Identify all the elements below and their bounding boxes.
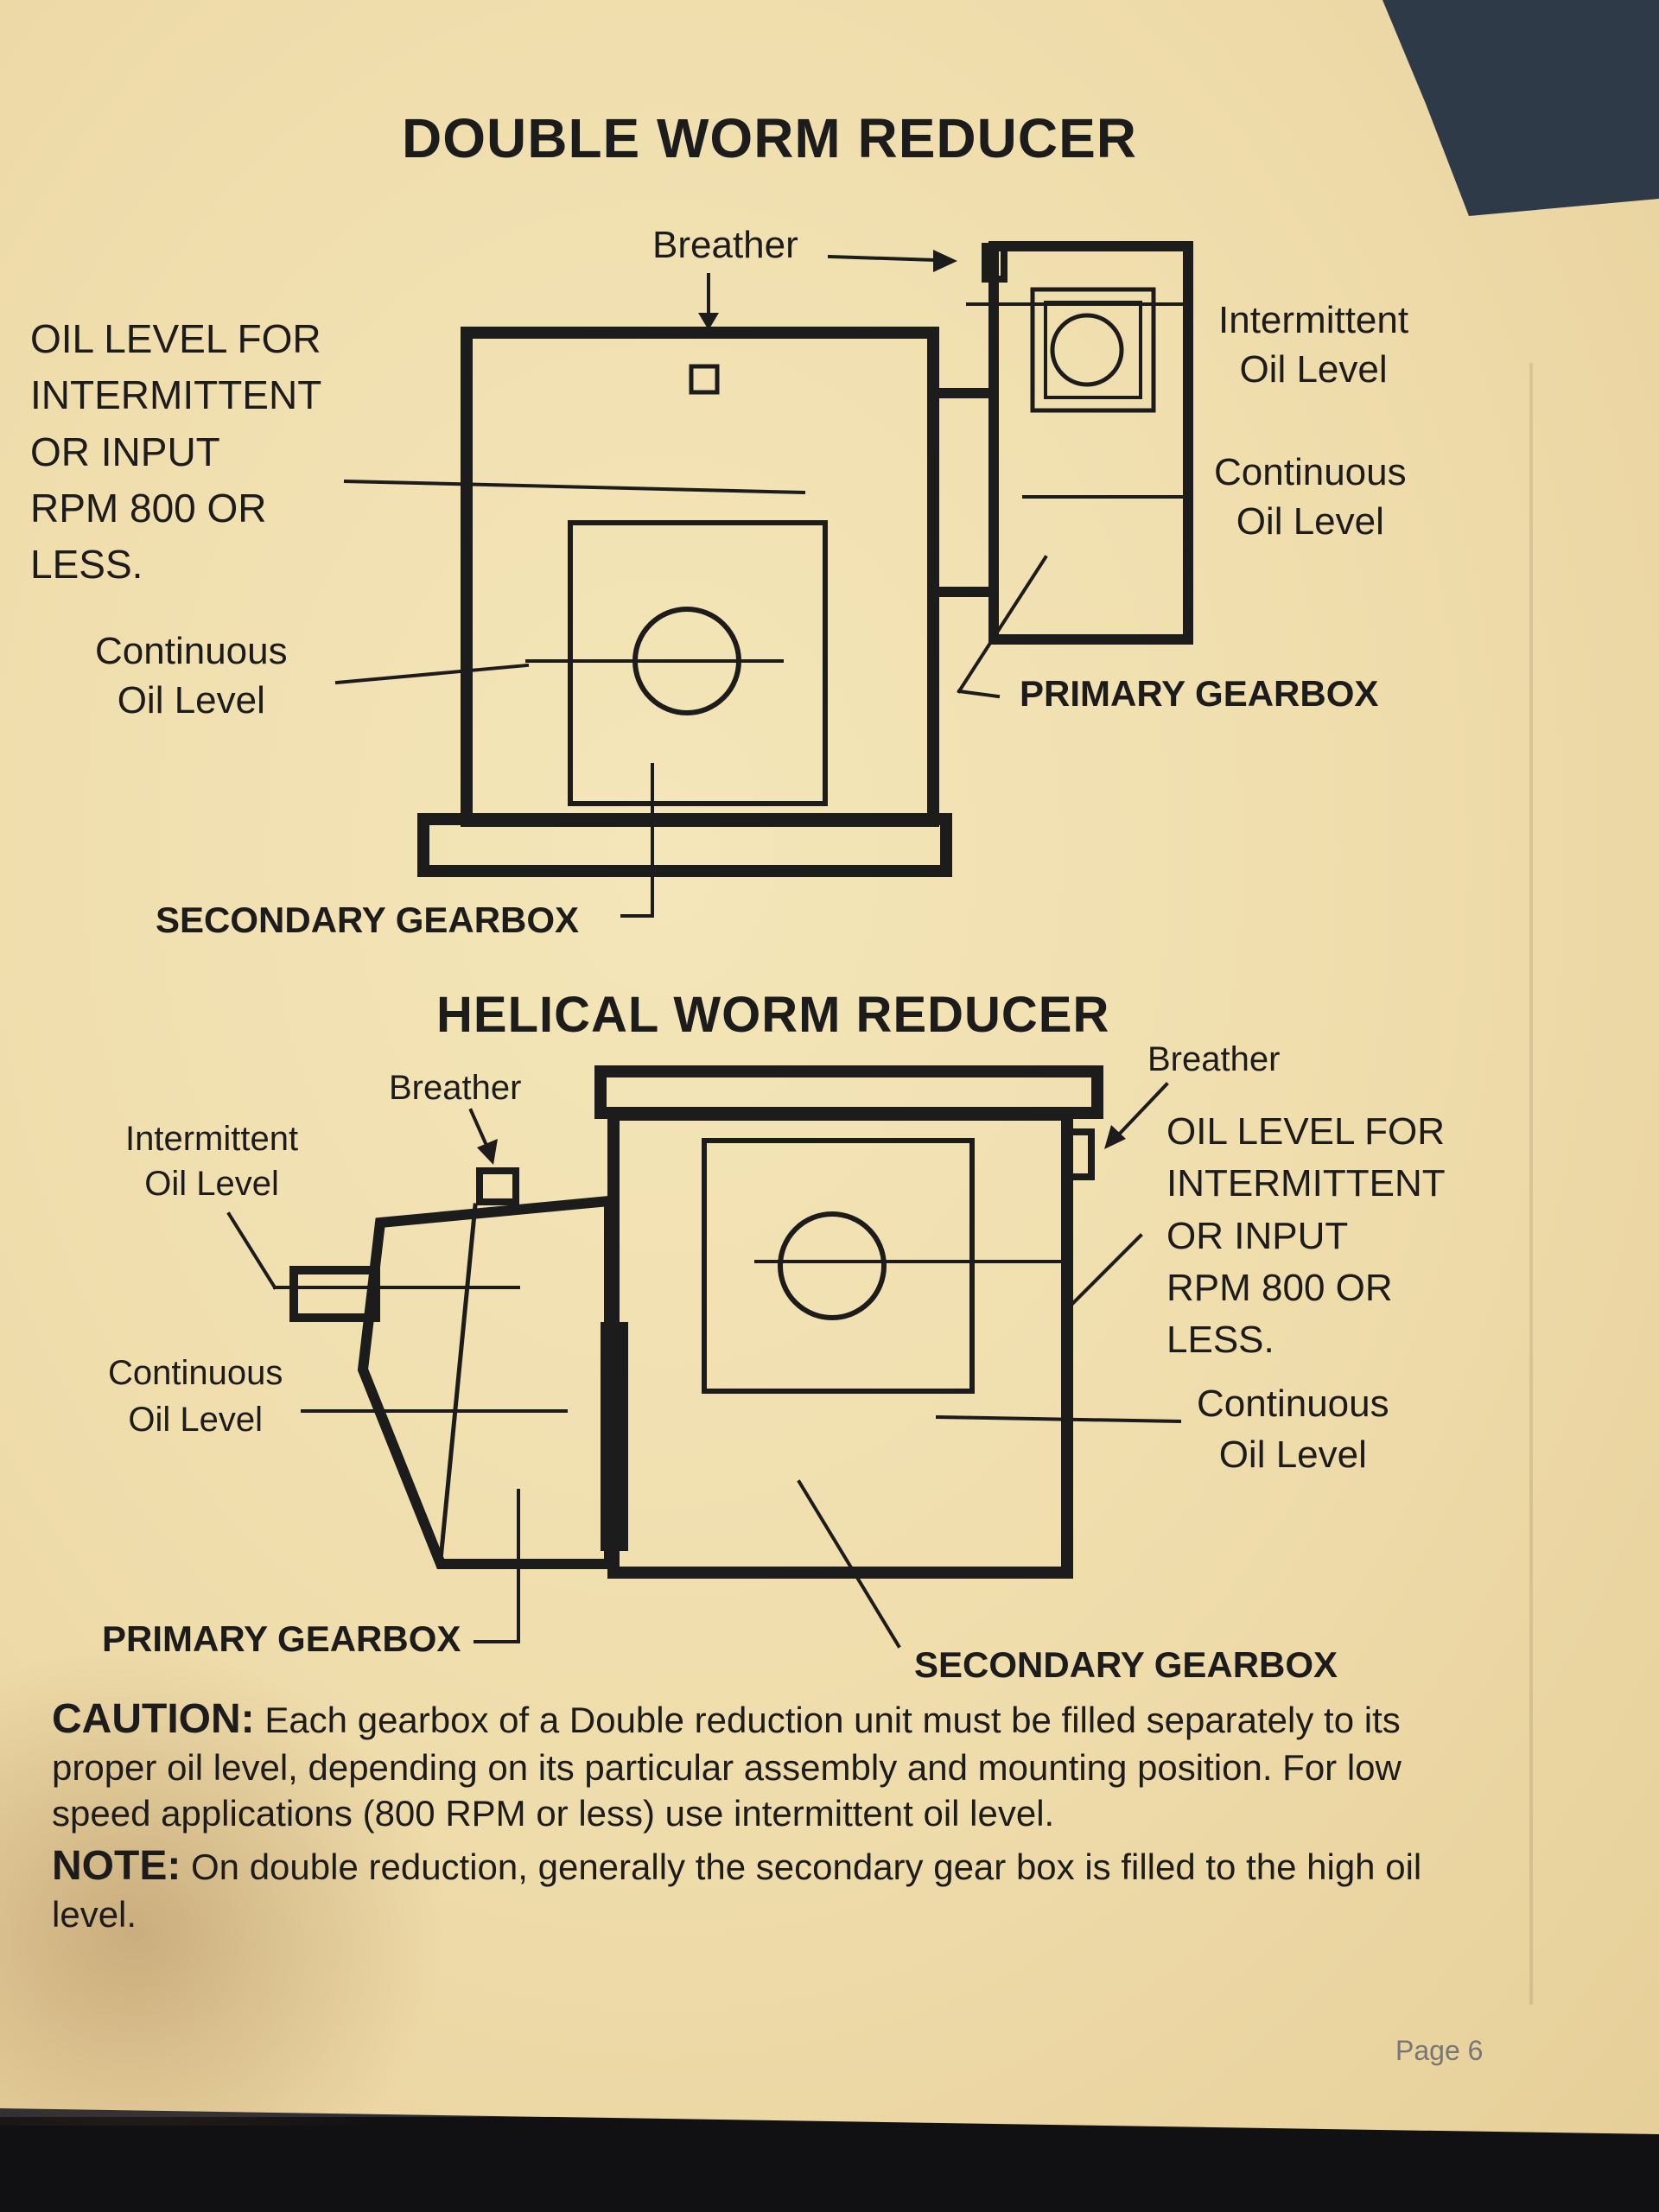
helical-continuous-right-label: Continuous Oil Level bbox=[1197, 1382, 1389, 1477]
double-oil-level-for-label: OIL LEVEL FOR INTERMITTENT OR INPUT RPM … bbox=[30, 316, 322, 588]
helical-oil-level-for-label: OIL LEVEL FOR INTERMITTENT OR INPUT RPM … bbox=[1166, 1110, 1446, 1362]
helical-primary-gearbox-label: PRIMARY GEARBOX bbox=[102, 1618, 461, 1659]
note-paragraph: NOTE: On double reduction, generally the… bbox=[52, 1840, 1478, 1938]
double-secondary-gearbox bbox=[417, 327, 952, 918]
caution-label: CAUTION: bbox=[52, 1696, 255, 1742]
helical-breather-left-label: Breather bbox=[389, 1069, 522, 1107]
table-surface bbox=[0, 2117, 1659, 2212]
helical-intermittent-left-label: Intermittent Oil Level bbox=[125, 1120, 299, 1203]
note-label: NOTE: bbox=[52, 1843, 181, 1889]
double-secondary-gearbox-label: SECONDARY GEARBOX bbox=[156, 899, 580, 940]
helical-primary-gearbox bbox=[226, 1167, 628, 1643]
helical-callout-lines bbox=[468, 1082, 1169, 1152]
double-continuous-left-label: Continuous Oil Level bbox=[95, 630, 288, 722]
double-primary-gearbox-label: PRIMARY GEARBOX bbox=[1020, 673, 1379, 714]
note-text: On double reduction, generally the secon… bbox=[52, 1847, 1422, 1935]
double-continuous-right-label: Continuous Oil Level bbox=[1214, 451, 1407, 543]
double-breather-label: Breather bbox=[652, 224, 798, 266]
double-callout-lines bbox=[334, 254, 940, 685]
helical-continuous-left-label: Continuous Oil Level bbox=[108, 1354, 283, 1439]
double-arrowheads bbox=[698, 250, 957, 330]
caution-text: Each gearbox of a Double reduction unit … bbox=[52, 1700, 1402, 1834]
helical-arrowheads bbox=[477, 1125, 1126, 1165]
helical-worm-title: HELICAL WORM REDUCER bbox=[436, 987, 1110, 1043]
helical-secondary-gearbox-label: SECONDARY GEARBOX bbox=[914, 1644, 1338, 1685]
double-worm-title: DOUBLE WORM REDUCER bbox=[402, 107, 1137, 169]
water-stain bbox=[0, 1642, 449, 2126]
double-intermittent-right-label: Intermittent Oil Level bbox=[1218, 299, 1409, 391]
paper-fold bbox=[1529, 363, 1533, 2005]
page-number: Page 6 bbox=[1395, 2035, 1484, 2066]
double-primary-gearbox bbox=[928, 241, 1193, 699]
helical-secondary-gearbox bbox=[594, 1065, 1182, 1649]
caution-paragraph: CAUTION: Each gearbox of a Double reduct… bbox=[52, 1694, 1478, 1836]
helical-breather-right-label: Breather bbox=[1147, 1040, 1281, 1078]
